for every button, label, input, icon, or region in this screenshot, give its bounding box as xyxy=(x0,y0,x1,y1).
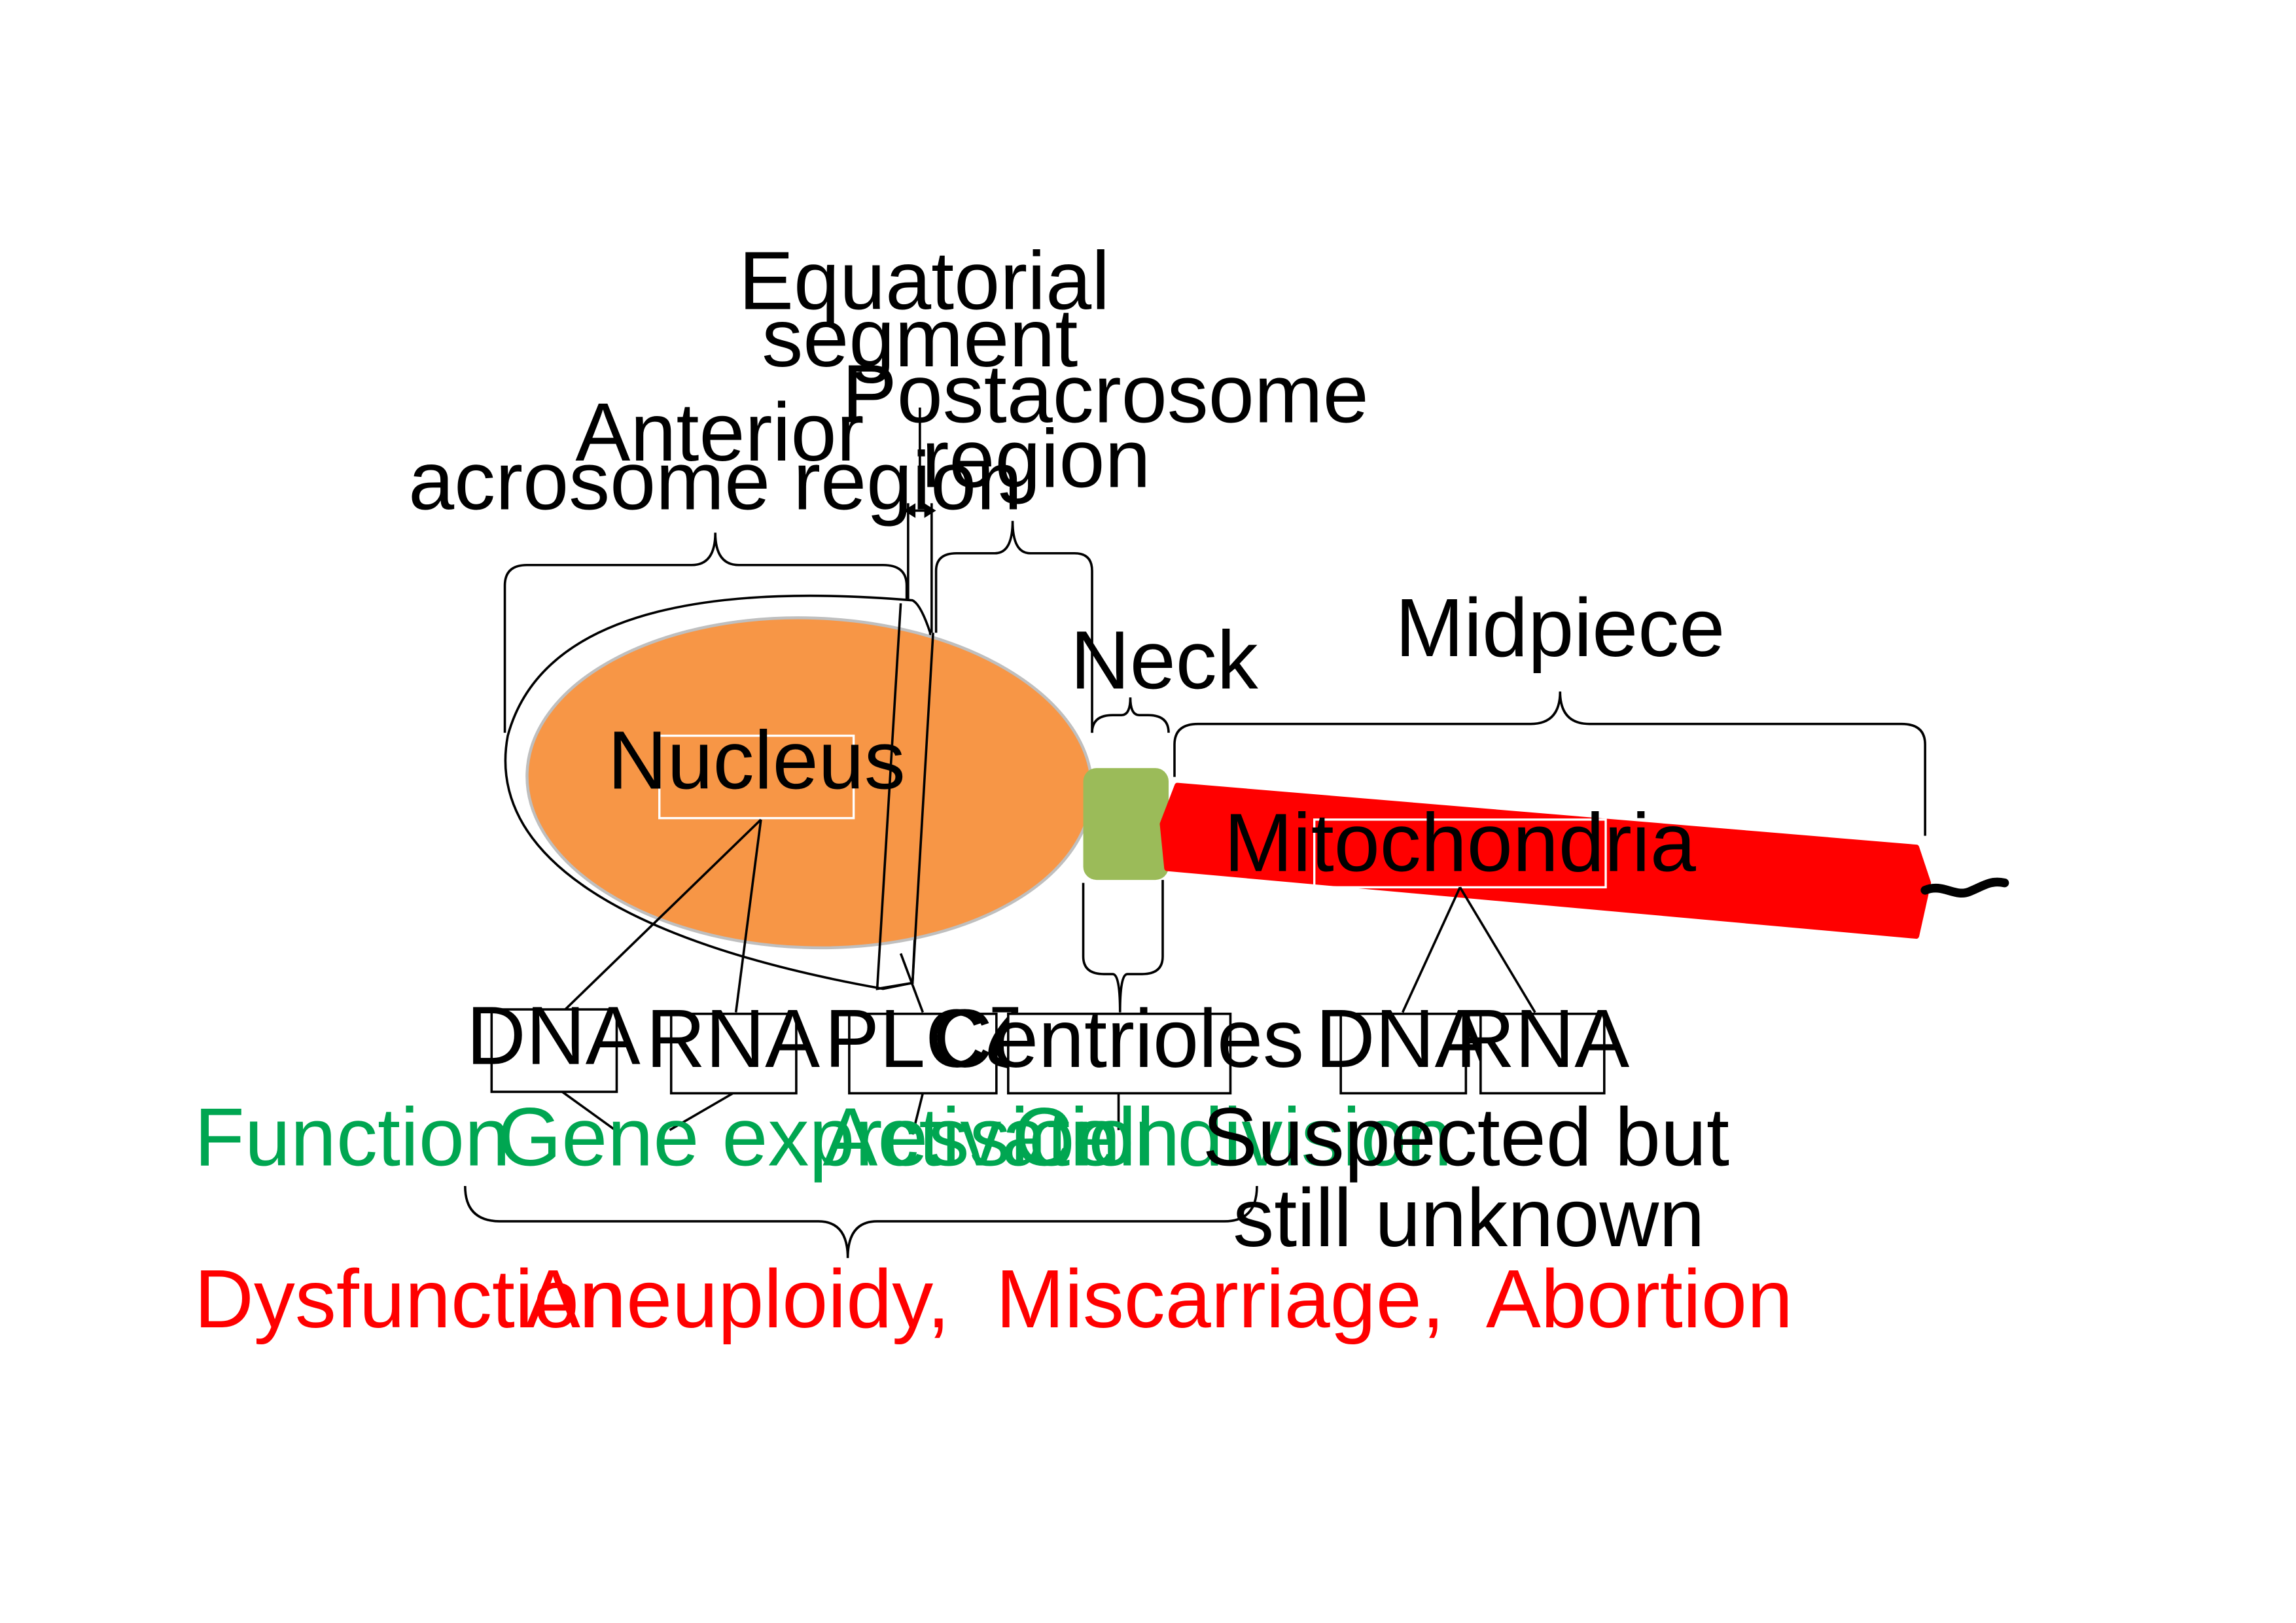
dysfunction-heading: Dysfunction xyxy=(194,1253,625,1345)
label-postacrosome-line1: Postacrosome xyxy=(842,348,1369,440)
neck-shape xyxy=(1083,768,1169,881)
function-cell-division: Cell division xyxy=(1013,1091,1453,1183)
midpiece-shape xyxy=(1159,782,1932,939)
box-plc-label: PLCζ xyxy=(824,992,1021,1085)
connector-rna-gene-expression xyxy=(669,1092,734,1132)
connector-dna-gene-expression xyxy=(561,1091,616,1131)
connector-nucleus-rna xyxy=(734,819,762,1013)
equatorial-arrowhead-left xyxy=(904,503,916,518)
function-gene-expression: Gene expression xyxy=(497,1091,1120,1183)
box-centrioles xyxy=(1007,1012,1232,1095)
box-plc xyxy=(848,1012,998,1095)
brace-centrioles xyxy=(1082,880,1164,1013)
equatorial-arrowhead-right xyxy=(924,503,936,518)
box-dna-nuclear-label: DNA xyxy=(467,989,641,1081)
function-mito-line2: still unknown xyxy=(1233,1172,1704,1264)
dysfunction-outcomes: Aneuploidy, Miscarriage, Abortion xyxy=(525,1253,1793,1345)
nucleus-label-box xyxy=(658,734,855,820)
label-postacrosome-line2: region xyxy=(921,413,1150,505)
mitochondria-label: Mitochondria xyxy=(1224,797,1697,889)
brace-neck-top xyxy=(1091,697,1170,733)
brace-function-group xyxy=(464,1185,1258,1259)
label-equatorial-line2: segment xyxy=(762,292,1078,384)
box-dna-nuclear xyxy=(490,1008,618,1093)
box-rna-mito xyxy=(1479,1012,1606,1095)
label-midpiece: Midpiece xyxy=(1395,582,1725,674)
connector-mito-dna xyxy=(1401,886,1461,1013)
label-anterior-line1: Anterior xyxy=(575,386,864,478)
function-mito-line1: Suspected but xyxy=(1203,1091,1729,1183)
brace-postacrosome xyxy=(934,521,1093,733)
label-anterior-line2: acrosome region xyxy=(408,434,1022,527)
brace-midpiece xyxy=(1173,691,1926,836)
equatorial-band xyxy=(875,603,934,990)
nucleus-label: Nucleus xyxy=(608,714,906,807)
box-rna-nuclear xyxy=(669,1012,798,1095)
label-neck: Neck xyxy=(1070,614,1259,707)
box-centrioles-label: Centrioles xyxy=(933,992,1304,1085)
box-rna-nuclear-label: RNA xyxy=(646,992,820,1085)
connector-head-plc xyxy=(899,952,925,1013)
box-dna-mito xyxy=(1339,1012,1468,1095)
box-dna-mito-label: DNA xyxy=(1316,992,1490,1085)
connector-mito-rna xyxy=(1458,886,1536,1013)
connector-nucleus-dna xyxy=(561,818,762,1013)
connector-plc-activation xyxy=(911,1092,925,1135)
box-rna-mito-label: RNA xyxy=(1455,992,1629,1085)
label-equatorial-line1: Equatorial xyxy=(739,234,1110,326)
function-heading: Function xyxy=(194,1091,510,1183)
brace-anterior-acrosome xyxy=(503,532,908,733)
tail-shape xyxy=(1920,877,2009,898)
function-activation: Activation xyxy=(822,1091,1180,1183)
